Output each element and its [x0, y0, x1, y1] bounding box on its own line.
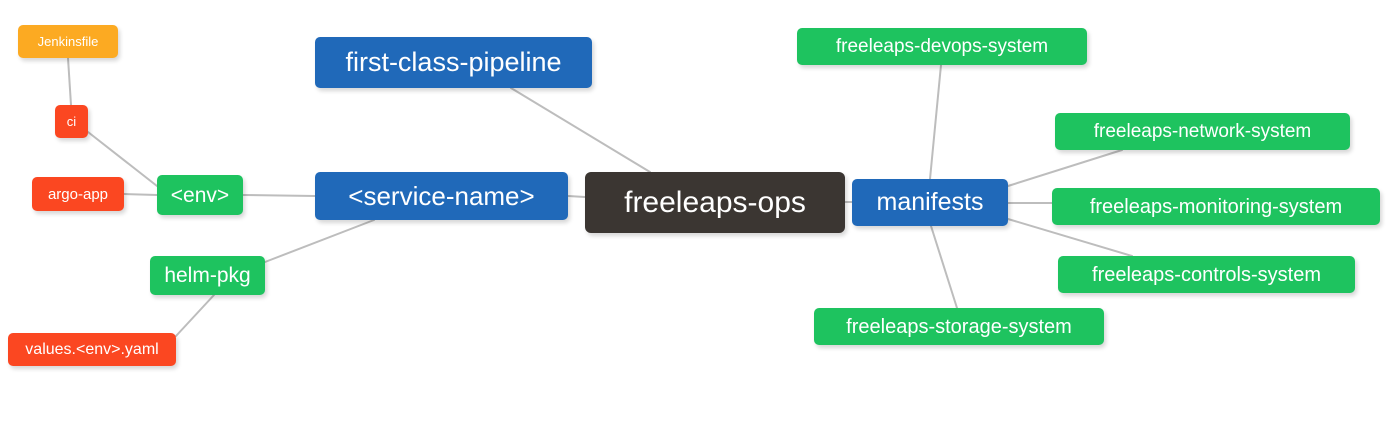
mindmap-edge-jenkinsfile-to-ci — [67, 57, 72, 106]
mindmap-node-values-env-yaml[interactable]: values.<env>.yaml — [8, 333, 176, 366]
mindmap-node-manifests[interactable]: manifests — [852, 179, 1008, 226]
mindmap-edge-manifests-to-storage-system — [930, 225, 958, 309]
mindmap-node-devops-system[interactable]: freeleaps-devops-system — [797, 28, 1087, 65]
mindmap-edge-first-class-pipeline-to-freeleaps-ops — [510, 87, 651, 173]
mindmap-node-freeleaps-ops[interactable]: freeleaps-ops — [585, 172, 845, 233]
mindmap-node-network-system[interactable]: freeleaps-network-system — [1055, 113, 1350, 150]
mindmap-edge-helm-pkg-to-service-name — [264, 219, 375, 263]
mindmap-node-env[interactable]: <env> — [157, 175, 243, 215]
mindmap-edge-argo-app-to-env — [123, 193, 158, 196]
mindmap-node-controls-system[interactable]: freeleaps-controls-system — [1058, 256, 1355, 293]
mindmap-node-argo-app[interactable]: argo-app — [32, 177, 124, 211]
mindmap-node-service-name[interactable]: <service-name> — [315, 172, 568, 220]
mindmap-node-storage-system[interactable]: freeleaps-storage-system — [814, 308, 1104, 345]
mindmap-node-monitoring-system[interactable]: freeleaps-monitoring-system — [1052, 188, 1380, 225]
mindmap-edge-manifests-to-network-system — [1007, 149, 1123, 187]
mindmap-node-ci[interactable]: ci — [55, 105, 88, 138]
mindmap-edge-service-name-to-freeleaps-ops — [567, 195, 586, 198]
mindmap-node-helm-pkg[interactable]: helm-pkg — [150, 256, 265, 295]
mindmap-edge-values-env-yaml-to-helm-pkg — [175, 294, 215, 337]
mindmap-node-jenkinsfile[interactable]: Jenkinsfile — [18, 25, 118, 58]
mindmap-edge-env-to-service-name — [242, 194, 316, 197]
mindmap-edge-manifests-to-devops-system — [929, 64, 942, 180]
mindmap-node-first-class-pipeline[interactable]: first-class-pipeline — [315, 37, 592, 88]
